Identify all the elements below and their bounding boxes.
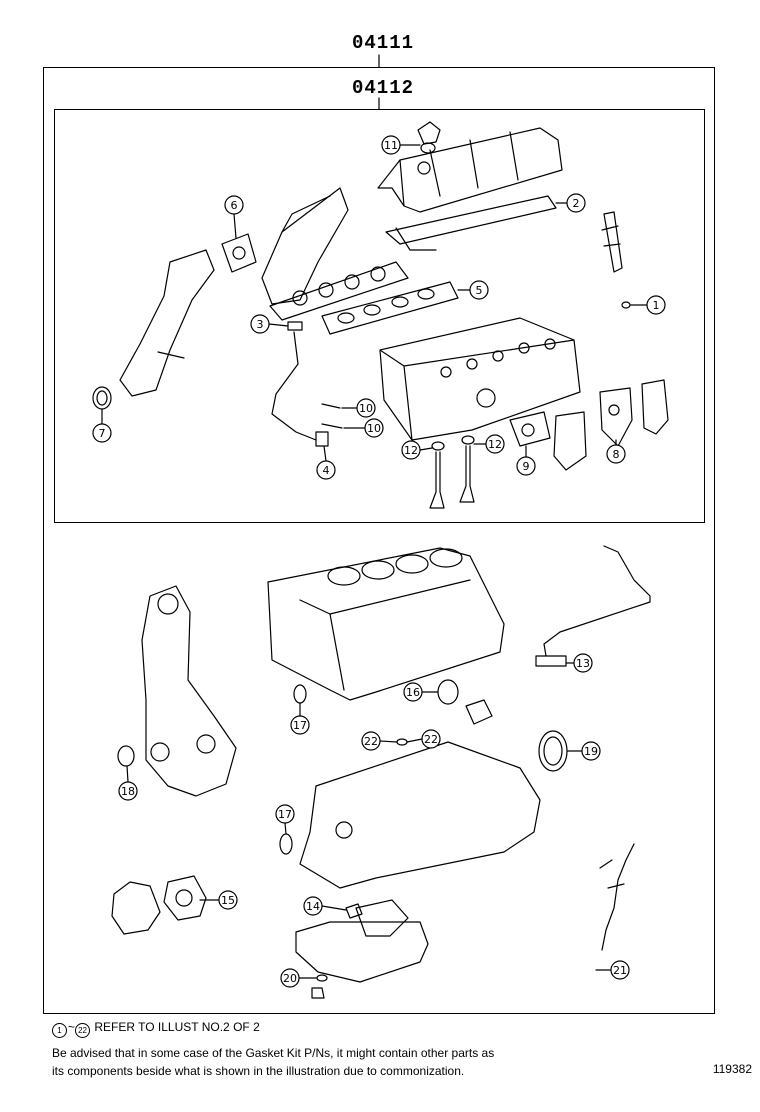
svg-text:18: 18: [121, 785, 135, 798]
svg-text:9: 9: [523, 460, 530, 473]
oil-pan-lower-drawing: [295, 899, 429, 983]
water-pump-drawing: [111, 875, 207, 935]
cylinder-block-drawing: [267, 547, 505, 701]
manifold-gasket-drawing: [321, 281, 459, 335]
callout-18: 18: [118, 765, 138, 801]
svg-text:4: 4: [323, 464, 330, 477]
dipstick-drawing: [599, 843, 635, 951]
kit-code-04111: 04111: [352, 32, 415, 54]
oil-pipe-drawing: [271, 321, 343, 447]
callout-2: 2: [555, 193, 586, 213]
svg-text:22: 22: [364, 735, 378, 748]
svg-text:22: 22: [424, 733, 438, 746]
svg-text:19: 19: [584, 745, 598, 758]
svg-text:21: 21: [613, 964, 627, 977]
refer-note: 1~22 REFER TO ILLUST NO.2 OF 2: [52, 1019, 260, 1038]
valve-drawing: [429, 435, 475, 509]
exhaust-manifold-drawing: [261, 187, 409, 321]
refer-start-symbol: 1: [52, 1023, 67, 1038]
svg-text:12: 12: [488, 438, 502, 451]
callout-17a: 17: [290, 702, 310, 735]
svg-text:12: 12: [404, 444, 418, 457]
illustration-number: 119382: [712, 1062, 752, 1076]
callout-11: 11: [381, 135, 421, 155]
advisory-line-2: its components beside what is shown in t…: [52, 1064, 465, 1078]
svg-text:15: 15: [221, 894, 235, 907]
svg-text:20: 20: [283, 972, 297, 985]
callout-6: 6: [224, 195, 244, 239]
svg-text:16: 16: [406, 686, 420, 699]
svg-text:3: 3: [257, 318, 264, 331]
callout-10a: 10: [341, 398, 376, 418]
svg-text:17: 17: [293, 719, 307, 732]
water-outlet-drawing: [509, 379, 669, 471]
svg-text:2: 2: [573, 197, 580, 210]
refer-text: REFER TO ILLUST NO.2 OF 2: [94, 1020, 260, 1034]
callout-22a: 22: [361, 731, 398, 751]
callout-10b: 10: [343, 418, 384, 438]
head-cover-gasket-drawing: [385, 195, 557, 251]
oil-strainer-pipe-drawing: [535, 545, 651, 667]
callout-7: 7: [92, 408, 112, 443]
exhaust-pipe-drawing: [119, 249, 215, 397]
lower-seal-drawing: [117, 679, 568, 999]
turbo-gasket-drawing: [221, 233, 257, 273]
cylinder-head-cover-drawing: [377, 121, 563, 213]
callout-13: 13: [565, 653, 593, 673]
callout-5: 5: [457, 280, 489, 300]
svg-text:1: 1: [653, 299, 660, 312]
callout-4: 4: [316, 445, 336, 480]
callout-20: 20: [280, 968, 317, 988]
svg-text:5: 5: [476, 284, 483, 297]
inner-kit-frame: [54, 109, 705, 523]
oil-pan-upper-drawing: [299, 741, 541, 889]
svg-text:8: 8: [613, 448, 620, 461]
callout-22b: 22: [406, 729, 441, 749]
svg-text:10: 10: [367, 422, 381, 435]
callout-group: 11 2 6 1 5 3 10 10 7 4 12 12 9 8 13 16 1…: [92, 135, 666, 988]
callout-8: 8: [606, 439, 626, 464]
callout-12a: 12: [401, 440, 433, 460]
callout-3: 3: [250, 314, 289, 334]
svg-text:10: 10: [359, 402, 373, 415]
injector-drawing: [601, 211, 631, 309]
callout-15: 15: [199, 890, 238, 910]
kit-code-04112: 04112: [352, 77, 415, 99]
callout-19: 19: [566, 741, 601, 761]
callout-17b: 17: [275, 804, 295, 835]
callout-16: 16: [403, 682, 439, 702]
callout-21: 21: [595, 960, 630, 980]
timing-cover-drawing: [141, 585, 237, 797]
cylinder-head-drawing: [379, 317, 581, 441]
svg-text:13: 13: [576, 657, 590, 670]
refer-range-separator: ~: [68, 1020, 76, 1034]
svg-text:17: 17: [278, 808, 292, 821]
svg-text:11: 11: [384, 139, 398, 152]
seal-ring-drawing: [92, 142, 436, 410]
advisory-line-1: Be advised that in some case of the Gask…: [52, 1046, 495, 1060]
refer-end-symbol: 22: [75, 1023, 91, 1038]
svg-text:6: 6: [231, 199, 238, 212]
svg-text:7: 7: [99, 427, 106, 440]
callout-14: 14: [303, 896, 347, 916]
svg-text:14: 14: [306, 900, 320, 913]
callout-12b: 12: [473, 434, 505, 454]
callout-1: 1: [629, 295, 666, 315]
callout-9: 9: [516, 445, 536, 476]
